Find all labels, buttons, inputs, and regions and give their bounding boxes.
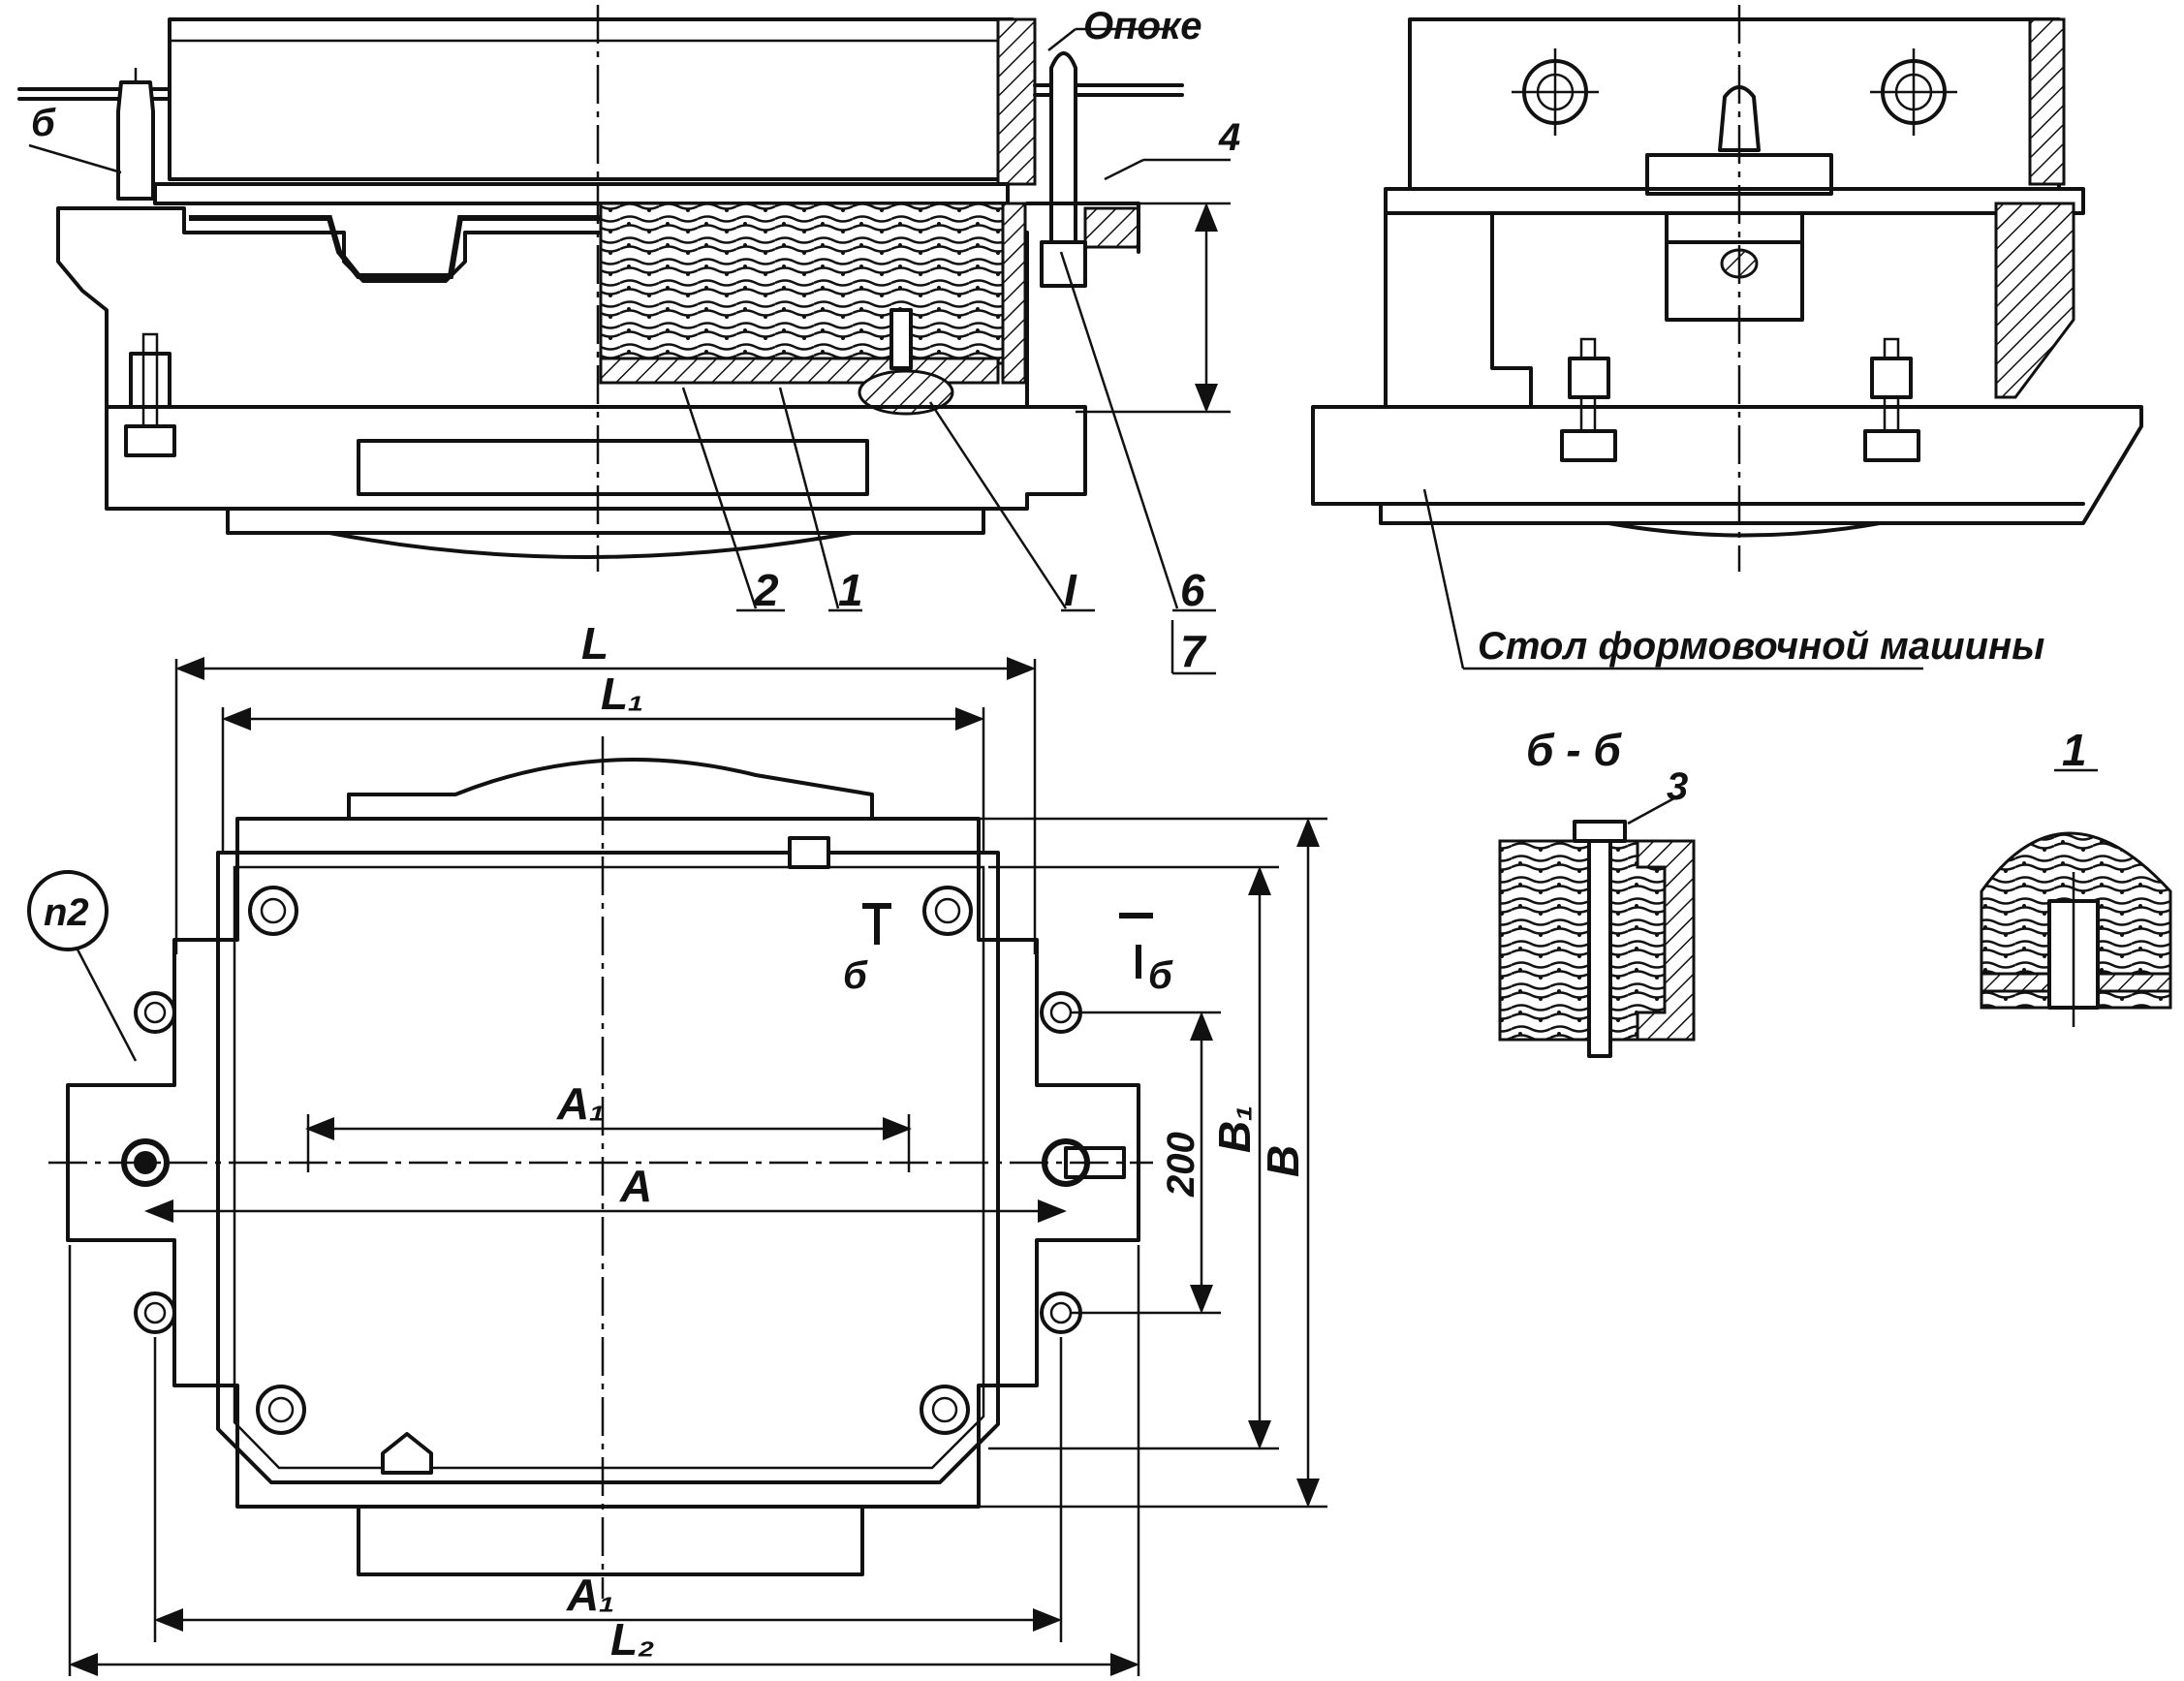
callout-7: 7 [1180,626,1207,676]
dim-L1: L₁ [601,669,643,719]
callout-6: 6 [1180,565,1205,615]
n2-label: n2 [44,891,89,934]
dim-A1-top: A₁ [556,1078,605,1129]
callout-2: 2 [753,565,779,615]
section-bb [1498,793,1696,1058]
dim-A: A [619,1161,652,1211]
front-section-view [17,5,1231,675]
callout-4: 4 [1218,116,1240,159]
cut-mark-right: б [1148,954,1173,997]
cut-mark-left: б [843,954,868,997]
dim-A1-bottom: A₁ [566,1570,614,1620]
section-bb-title: б - б [1526,725,1622,775]
dim-B1: B₁ [1209,1105,1260,1153]
flask-label: Опоке [1083,5,1202,47]
dim-L: L [581,618,608,669]
detail-1-title: 1 [2062,725,2087,775]
callout-b: б [31,102,56,144]
callout-1: 1 [838,565,863,615]
plan-view [27,657,1327,1676]
side-view [1311,5,2143,670]
dim-B: B [1258,1145,1308,1177]
callout-I: I [1064,565,1077,615]
detail-1 [1980,768,2172,1027]
machine-table-label: Стол формовочной машины [1478,625,2044,668]
dim-200: 200 [1160,1132,1202,1198]
item-3-label: 3 [1667,765,1688,808]
dim-L2: L₂ [610,1614,655,1665]
